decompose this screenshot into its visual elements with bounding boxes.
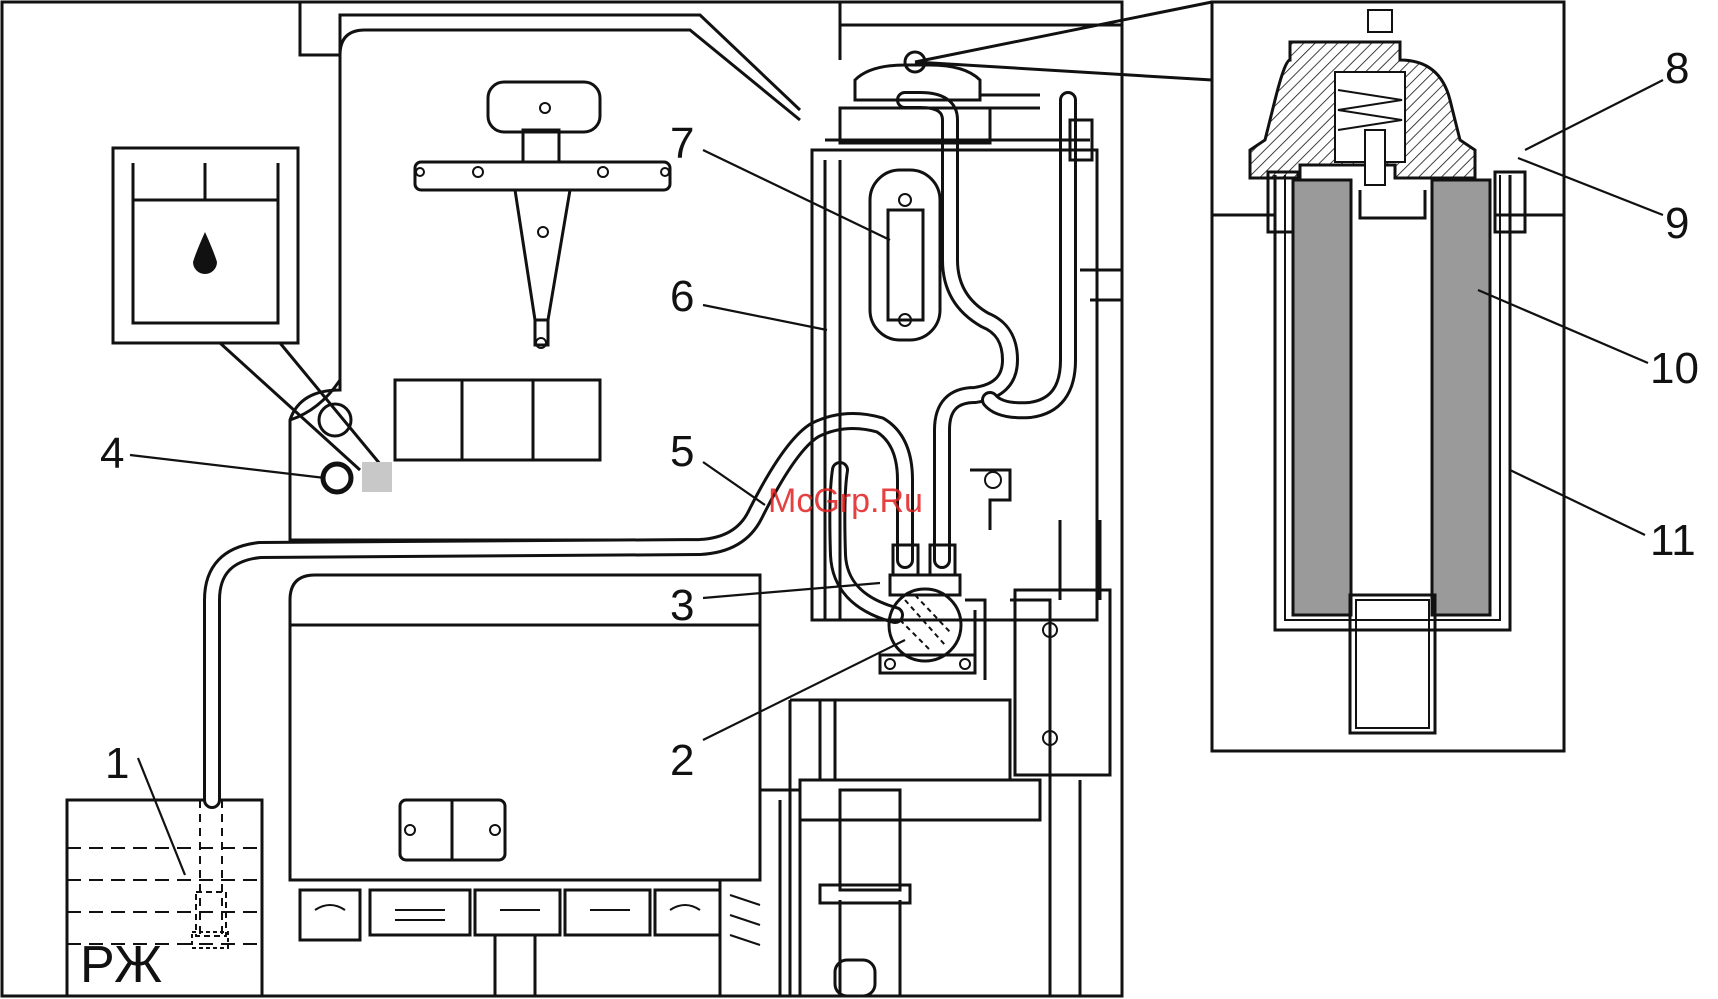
- filter-element-right: [1432, 180, 1490, 615]
- callout-10: 10: [1650, 344, 1699, 393]
- callout-1: 1: [105, 739, 129, 788]
- fluid-tank: РЖ: [67, 800, 262, 996]
- callout-11: 11: [1650, 516, 1696, 565]
- filter-element-left: [1293, 180, 1351, 615]
- callout-7: 7: [670, 119, 694, 168]
- fluid-drop-icon: [193, 232, 217, 274]
- watermark: McGrp.Ru: [768, 482, 923, 520]
- callout-5: 5: [670, 427, 694, 476]
- callout-9: 9: [1665, 199, 1689, 248]
- reservoir-symbol-box: [113, 148, 385, 470]
- callout-6: 6: [670, 272, 694, 321]
- tank-label: РЖ: [80, 936, 162, 994]
- callout-3: 3: [670, 581, 694, 630]
- callout-2: 2: [670, 736, 694, 785]
- callout-4: 4: [100, 429, 124, 478]
- callout-8: 8: [1665, 44, 1689, 93]
